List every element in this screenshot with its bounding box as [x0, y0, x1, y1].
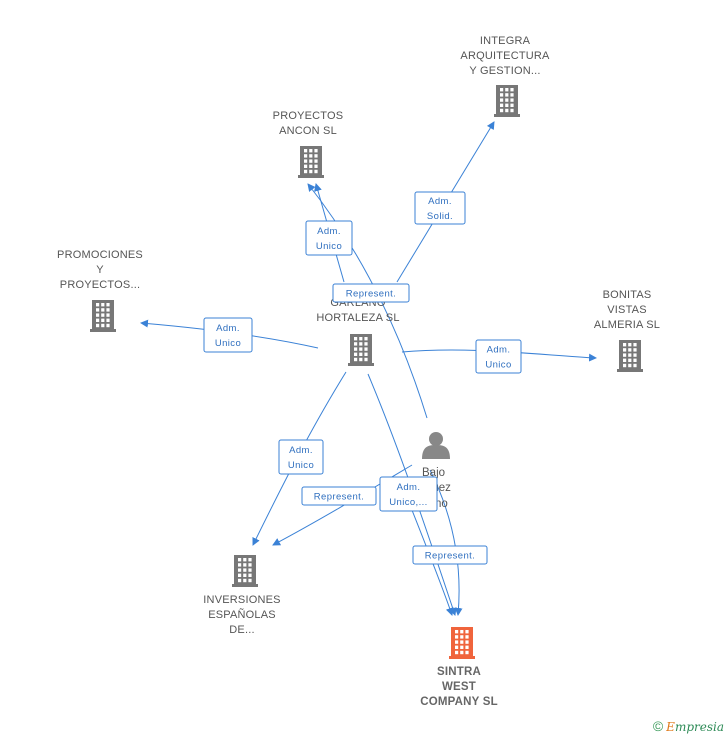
edges-layer [140, 121, 597, 616]
company-node-inversiones[interactable]: INVERSIONES ESPAÑOLAS DE... [203, 555, 280, 636]
building-icon[interactable] [494, 85, 520, 117]
company-node-bonitas[interactable]: BONITAS VISTAS ALMERIA SL [594, 289, 660, 372]
edge-label-box [278, 439, 324, 475]
edge-label-text: Adm. Unico [215, 323, 241, 349]
edge-label-text: Adm. Unico [288, 445, 314, 471]
edge-label-adm_solid[interactable]: Adm. Solid. [414, 191, 466, 225]
company-label-inversiones-line: ESPAÑOLAS [208, 608, 276, 621]
company-node-integra[interactable]: INTEGRA ARQUITECTURA Y GESTION... [460, 35, 550, 117]
edge-label-adm_unico_inv[interactable]: Adm. Unico [278, 439, 324, 475]
edge-label-line: Solid. [427, 211, 453, 222]
company-label-sintra-line: WEST [442, 681, 476, 693]
building-icon[interactable] [617, 340, 643, 372]
edge-label-text: Represent. [314, 492, 364, 503]
nodes-layer: INTEGRA ARQUITECTURA Y GESTION... PROYECTOS… [57, 35, 660, 708]
company-label-proyectos_ancon-line: PROYECTOS [273, 110, 344, 122]
building-icon[interactable] [90, 300, 116, 332]
edge-label-adm_unico_sintra[interactable]: Adm. Unico,... [379, 476, 438, 512]
edge-label-text: Represent. [425, 551, 475, 562]
edge-label-text: Adm. Solid. [427, 196, 453, 222]
edge-label-line: Adm. [397, 482, 421, 493]
edge-label-text: Adm. Unico [316, 226, 342, 252]
edge-label-box [203, 317, 253, 353]
edge-label-line: Represent. [314, 492, 364, 503]
company-label-promociones-line: PROYECTOS... [60, 279, 140, 291]
edge-label-represent_ancon[interactable]: Represent. [332, 283, 410, 303]
building-icon[interactable] [348, 334, 374, 366]
company-label-integra-line: INTEGRA [480, 35, 531, 47]
edge-label-represent_sintra[interactable]: Represent. [412, 545, 488, 565]
edge-label-text: Represent. [346, 289, 396, 300]
edge-label-line: Represent. [346, 289, 396, 300]
edge-label-box [475, 339, 522, 374]
copyright-footer: ©Empresia [653, 718, 724, 734]
edge-label-box [301, 486, 377, 506]
edge-label-box [305, 220, 353, 256]
edge-label-line: Unico [215, 338, 241, 349]
edge-label-text: Adm. Unico [485, 345, 511, 371]
edge-label-box [414, 191, 466, 225]
edge-label-line: Unico [288, 460, 314, 471]
company-label-integra-line: Y GESTION... [469, 65, 540, 77]
copyright-icon: © [652, 718, 664, 734]
person-icon[interactable] [422, 432, 450, 459]
building-icon[interactable] [449, 627, 475, 659]
edge-label-line: Unico,... [389, 497, 427, 508]
edge-label-box [332, 283, 410, 303]
company-label-bonitas-line: BONITAS [603, 289, 652, 301]
edge-label-adm_unico_promo[interactable]: Adm. Unico [203, 317, 253, 353]
edge-label-box [379, 476, 438, 512]
edge-label-line: Adm. [487, 345, 511, 356]
company-label-inversiones-line: INVERSIONES [203, 594, 280, 606]
edge-label-line: Unico [485, 360, 511, 371]
company-label-inversiones-line: DE... [229, 624, 254, 636]
edge-label-text: Adm. Unico,... [389, 482, 427, 508]
company-node-proyectos_ancon[interactable]: PROYECTOS ANCON SL [273, 110, 344, 178]
edge-label-line: Adm. [289, 445, 313, 456]
edge-labels-layer: Adm.Solid.Adm.UnicoRepresent.Adm.UnicoAd… [203, 191, 522, 565]
edge-person-sintra [429, 469, 463, 616]
company-label-integra: INTEGRA ARQUITECTURA Y GESTION... [460, 35, 550, 77]
company-label-bonitas-line: ALMERIA SL [594, 319, 660, 331]
edge-label-line: Unico [316, 241, 342, 252]
company-label-sintra-line: COMPANY SL [420, 696, 498, 708]
company-label-integra-line: ARQUITECTURA [460, 50, 550, 62]
company-label-proyectos_ancon: PROYECTOS ANCON SL [273, 110, 344, 137]
person-label-line: Bajo [422, 467, 445, 479]
brand-name-rest: mpresia [674, 720, 724, 734]
edge-label-adm_unico_ancon[interactable]: Adm. Unico [305, 220, 353, 256]
edge-label-box [412, 545, 488, 565]
company-label-sintra-line: SINTRA [437, 666, 481, 678]
company-label-promociones-line: Y [96, 264, 104, 276]
company-label-garlano-line: HORTALEZA SL [316, 312, 399, 324]
brand-logo[interactable]: Empresia [666, 720, 724, 734]
building-icon[interactable] [298, 146, 324, 178]
edge-label-line: Adm. [428, 196, 452, 207]
building-icon[interactable] [232, 555, 258, 587]
edge-label-represent_inv[interactable]: Represent. [301, 486, 377, 506]
company-label-promociones-line: PROMOCIONES [57, 249, 143, 261]
company-label-inversiones: INVERSIONES ESPAÑOLAS DE... [203, 594, 280, 636]
brand-first-letter: E [666, 720, 675, 734]
company-node-promociones[interactable]: PROMOCIONES Y PROYECTOS... [57, 249, 143, 332]
company-label-bonitas: BONITAS VISTAS ALMERIA SL [594, 289, 660, 331]
company-label-bonitas-line: VISTAS [607, 304, 647, 316]
edge-label-line: Adm. [216, 323, 240, 334]
company-label-proyectos_ancon-line: ANCON SL [279, 125, 337, 137]
edge-label-line: Adm. [317, 226, 341, 237]
edge-label-adm_unico_bonitas[interactable]: Adm. Unico [475, 339, 522, 374]
company-label-promociones: PROMOCIONES Y PROYECTOS... [57, 249, 143, 291]
company-node-sintra[interactable]: SINTRA WEST COMPANY SL [420, 627, 498, 708]
edge-label-line: Represent. [425, 551, 475, 562]
company-label-sintra: SINTRA WEST COMPANY SL [420, 666, 498, 708]
